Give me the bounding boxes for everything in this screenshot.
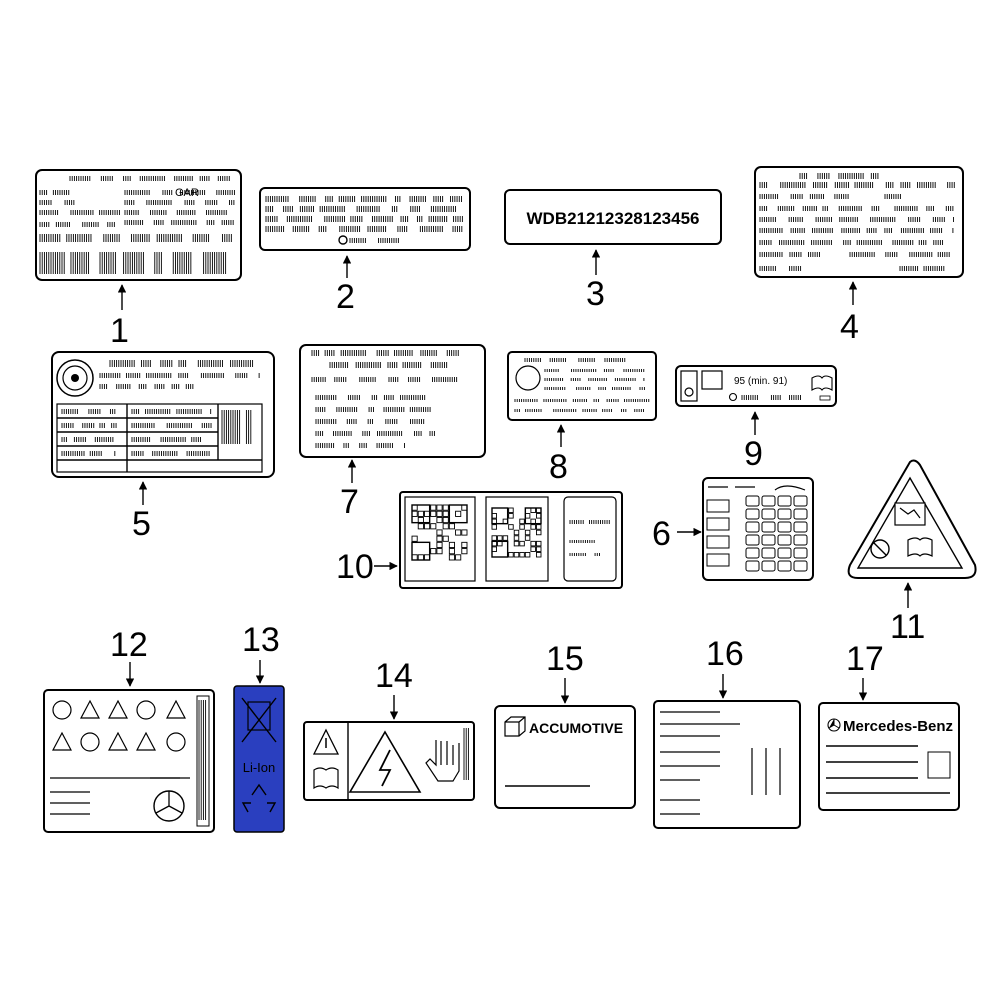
qr-code-icon: [491, 507, 542, 558]
callout-number: 4: [840, 308, 859, 346]
warning-triangle-icon: [108, 731, 128, 751]
warning-triangle-icon: [108, 699, 128, 719]
callout-number: 13: [242, 621, 280, 659]
octane-text: 95 (min. 91): [734, 376, 787, 387]
circle-symbol-icon: [52, 700, 72, 720]
brand-text: Mercedes-Benz: [843, 718, 953, 735]
warning-triangle-icon: [166, 699, 186, 719]
label-17-mercedes: Mercedes-Benz: [818, 702, 960, 811]
callout-5: 5: [132, 481, 151, 543]
callout-number: 16: [706, 635, 744, 673]
label-10-qr: [399, 491, 623, 589]
recycle-icon: [241, 783, 277, 813]
label-14-high-voltage: [303, 721, 475, 801]
circle-icon: [515, 365, 541, 391]
battery-type-text: Li-Ion: [243, 760, 276, 775]
label-12-symbols: [43, 689, 215, 833]
circle-icon: [338, 235, 348, 245]
callout-17: 17: [846, 640, 884, 701]
label-6-grid: [702, 477, 814, 581]
callout-9: 9: [744, 411, 763, 473]
callout-2: 2: [336, 255, 355, 316]
callout-13: 13: [242, 621, 280, 684]
fuel-pump-icon: [680, 370, 723, 402]
high-voltage-icon: [348, 730, 422, 793]
callout-8: 8: [549, 424, 568, 486]
label-2: [259, 187, 471, 251]
callout-6: 6: [652, 515, 702, 553]
svg-text:GAR: GAR: [175, 187, 199, 199]
callout-16: 16: [706, 635, 744, 699]
warning-triangle-icon: [80, 699, 100, 719]
engine-icon: [894, 502, 926, 526]
callout-number: 6: [652, 515, 671, 553]
book-icon: [313, 767, 339, 790]
callout-number: 9: [744, 435, 763, 473]
warning-icon: [312, 728, 340, 755]
callout-number: 12: [110, 626, 148, 664]
circle-symbol-icon: [166, 732, 186, 752]
mercedes-star-icon: [827, 718, 841, 732]
cube-icon: [504, 716, 526, 737]
qr-code-icon: [411, 504, 468, 561]
callout-3: 3: [586, 249, 605, 313]
mercedes-star-icon: [153, 790, 185, 822]
callout-4: 4: [840, 281, 859, 346]
crossed-bin-icon: [241, 697, 277, 743]
callout-number: 15: [546, 640, 584, 678]
hand-icon: [425, 740, 460, 782]
wheel-icon: [56, 359, 94, 397]
vin-text: WDB21212328123456: [527, 209, 700, 228]
callout-number: 2: [336, 278, 355, 316]
circle-symbol-icon: [136, 700, 156, 720]
callout-number: 17: [846, 640, 884, 678]
callout-number: 10: [336, 548, 374, 586]
callout-1: 1: [110, 284, 129, 350]
label-9-fuel: 95 (min. 91): [675, 365, 837, 407]
callout-number: 5: [132, 505, 151, 543]
brand-text: ACCUMOTIVE: [529, 720, 623, 736]
warning-triangle-icon: [136, 731, 156, 751]
circle-symbol-icon: [80, 732, 100, 752]
callout-number: 7: [340, 483, 359, 521]
callout-14: 14: [375, 657, 413, 720]
callout-10: 10: [336, 548, 398, 586]
label-8: [507, 351, 657, 421]
label-5-tire-pressure: [51, 351, 275, 478]
label-15-accumotive: ACCUMOTIVE: [494, 705, 636, 809]
book-icon: [907, 537, 933, 557]
label-1: GAR: [35, 169, 242, 281]
label-3-vin: WDB21212328123456: [504, 189, 722, 245]
callout-number: 1: [110, 312, 129, 350]
label-13-battery: Li-Ion: [233, 685, 285, 833]
callout-number: 11: [890, 608, 925, 646]
callout-7: 7: [340, 459, 359, 521]
label-11-warning-triangle: [847, 459, 977, 579]
warning-triangle-icon: [52, 731, 72, 751]
label-16: [653, 700, 801, 829]
callout-11: 11: [890, 582, 925, 646]
callout-number: 3: [586, 275, 605, 313]
no-symbol-icon: [870, 539, 890, 559]
label-7: [299, 344, 486, 458]
callout-number: 14: [375, 657, 413, 695]
callout-number: 8: [549, 448, 568, 486]
callout-15: 15: [546, 640, 584, 704]
callout-12: 12: [110, 626, 148, 687]
book-icon: [811, 375, 833, 391]
label-4: [754, 166, 964, 278]
